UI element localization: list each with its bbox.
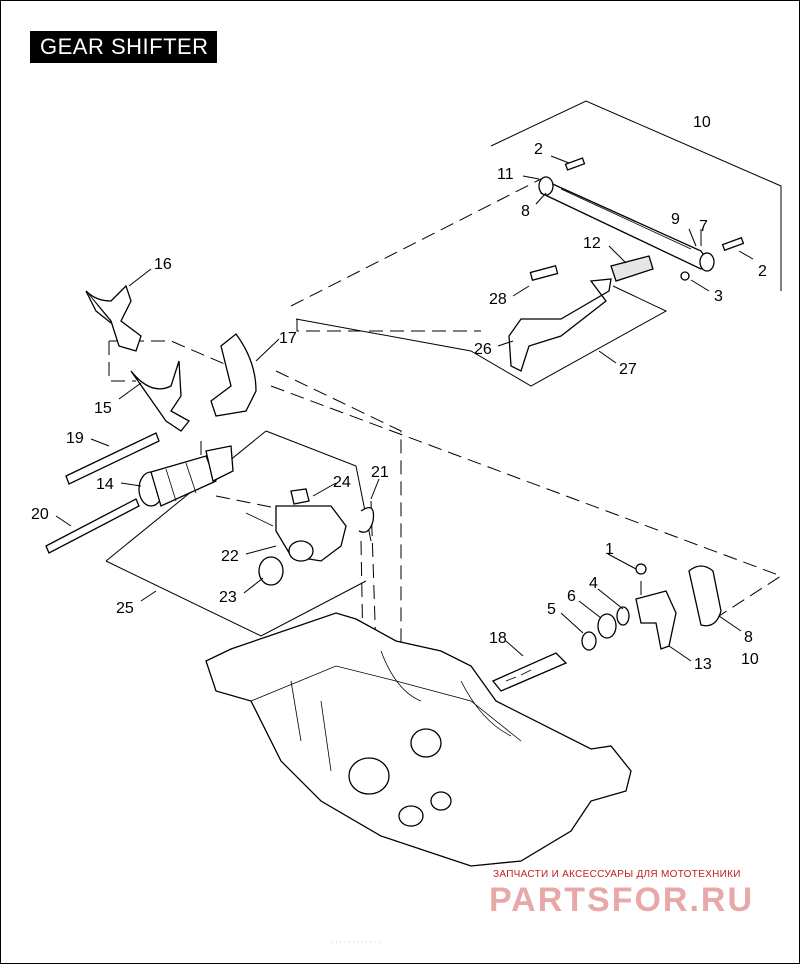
callout-11: 11: [497, 166, 514, 183]
callout-14: 14: [96, 476, 114, 493]
footer-note: · · · · · · · · · · · ·: [331, 939, 381, 946]
callout-6: 6: [567, 588, 576, 605]
callout-21: 21: [371, 464, 389, 481]
callout-8a: 8: [521, 203, 530, 220]
callout-8b: 9: [671, 211, 680, 228]
shifter-shaft-assembly: [491, 563, 722, 692]
callout-13: 13: [694, 656, 712, 673]
callout-3: 3: [714, 288, 723, 305]
callout-26: 26: [474, 341, 492, 358]
shift-lever: [508, 255, 654, 372]
callout-5: 5: [547, 601, 556, 618]
shift-pawl-parts: [245, 488, 375, 586]
callout-2a: 2: [534, 141, 543, 158]
callout-28: 28: [489, 291, 507, 308]
diagram-title: GEAR SHIFTER: [30, 31, 217, 63]
group-brackets: [105, 100, 782, 637]
callout-19: 19: [66, 430, 84, 447]
callout-labels: 2 11 8 10 9 7 2 3 12 28 26 27 16 17 15 1…: [31, 114, 767, 673]
watermark-caption: ЗАПЧАСТИ И АКСЕССУАРЫ ДЛЯ МОТОТЕХНИКИ: [493, 869, 741, 880]
callout-17: 17: [279, 330, 297, 347]
callout-25: 25: [116, 600, 134, 617]
leader-lines: [55, 155, 754, 662]
shift-drum: [138, 445, 234, 507]
shift-forks: [85, 284, 257, 432]
callout-10a: 10: [693, 114, 711, 131]
callout-4: 4: [589, 575, 598, 592]
callout-9: 8: [744, 629, 753, 646]
callout-27: 27: [619, 361, 637, 378]
callout-10b: 10: [741, 651, 759, 668]
callout-7: 7: [699, 218, 708, 235]
fork-rods: [45, 432, 160, 554]
callout-24: 24: [333, 474, 351, 491]
callout-1: 1: [605, 541, 614, 558]
callout-18: 18: [489, 630, 507, 647]
callout-23: 23: [219, 589, 237, 606]
callout-2b: 2: [758, 263, 767, 280]
callout-15: 15: [94, 400, 112, 417]
callout-20: 20: [31, 506, 49, 523]
callout-12: 12: [583, 235, 601, 252]
callout-22: 22: [221, 548, 239, 565]
crankcase: [205, 612, 632, 867]
shift-rod-assembly: [538, 157, 745, 281]
watermark-logo: PARTSFOR.RU: [489, 881, 755, 919]
callout-16: 16: [154, 256, 172, 273]
